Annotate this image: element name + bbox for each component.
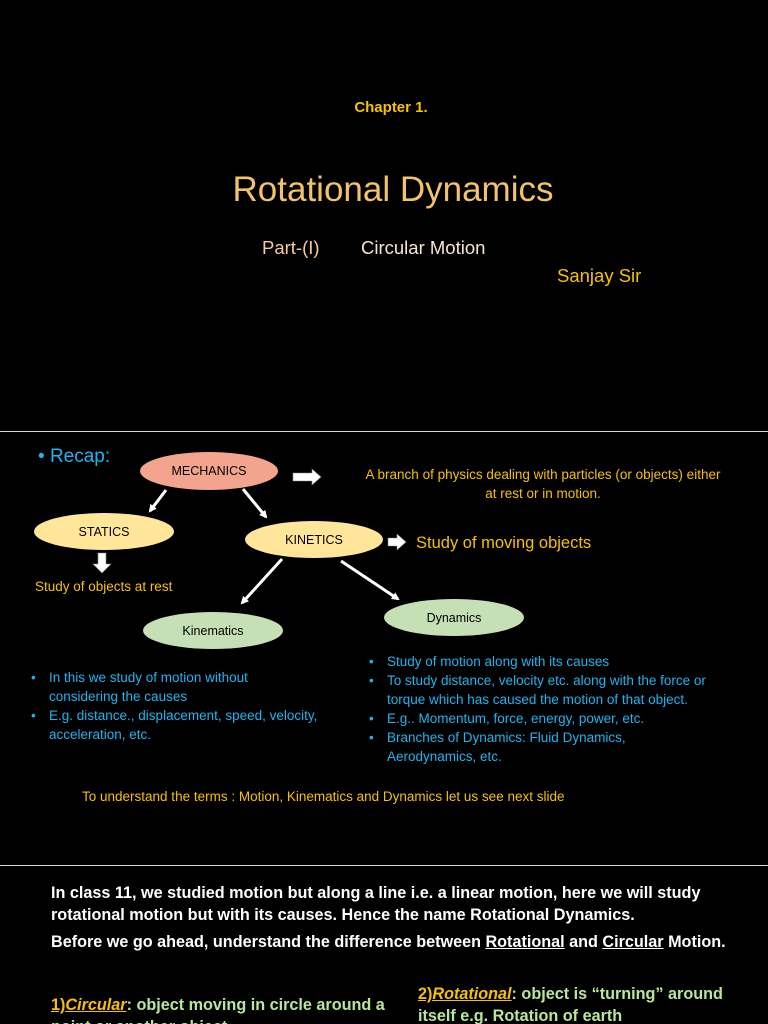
rotational-number: 2) <box>418 985 433 1003</box>
arrow-mechanics-kinetics <box>241 488 268 519</box>
list-item: In this we study of motion without consi… <box>30 668 320 706</box>
difference-paragraph: Before we go ahead, understand the diffe… <box>51 932 731 954</box>
rotational-word: Rotational <box>485 933 565 951</box>
circular-definition: 1)Circular: object moving in circle arou… <box>51 995 411 1024</box>
kinetics-note: Study of moving objects <box>416 534 592 552</box>
list-item: E.g.. Momentum, force, energy, power, et… <box>368 709 713 728</box>
node-dynamics: Dynamics <box>384 599 524 636</box>
difference-prefix: Before we go ahead, understand the diffe… <box>51 933 486 951</box>
statics-note: Study of objects at rest <box>35 579 173 594</box>
circular-label: Circular <box>65 996 127 1014</box>
author-name: Sanjay Sir <box>557 265 642 286</box>
circular-number: 1) <box>51 996 66 1014</box>
slide-divider <box>0 431 768 432</box>
block-arrow-right-icon <box>387 533 407 551</box>
arrow-kinetics-dynamics <box>340 559 400 601</box>
rotational-text: : object is “turning” around itself e.g.… <box>418 985 723 1024</box>
arrow-mechanics-statics <box>148 489 168 513</box>
block-arrow-right-icon <box>292 468 322 486</box>
kinematics-points: In this we study of motion without consi… <box>30 668 320 744</box>
dynamics-points: Study of motion along with its causes To… <box>368 652 713 766</box>
and-word: and <box>564 933 603 951</box>
title-slide: Chapter 1. Rotational Dynamics Part-(I) … <box>0 0 768 431</box>
recap-slide: • Recap: MECHANICS STATICS KINETICS Kine… <box>0 433 768 865</box>
node-kinematics: Kinematics <box>143 612 283 649</box>
list-item: Study of motion along with its causes <box>368 652 713 671</box>
diagram-arrows <box>92 468 407 605</box>
motion-difference-slide: In class 11, we studied motion but along… <box>0 867 768 1024</box>
rotational-label: Rotational <box>432 985 512 1003</box>
node-statics: STATICS <box>34 513 174 550</box>
mechanics-definition: A branch of physics dealing with particl… <box>365 467 721 501</box>
block-arrow-down-icon <box>92 552 112 574</box>
chapter-label: Chapter 1. <box>354 99 428 116</box>
list-item: Branches of Dynamics: Fluid Dynamics, Ae… <box>368 728 713 766</box>
list-item: E.g. distance., displacement, speed, vel… <box>30 706 320 744</box>
next-slide-note: To understand the terms : Motion, Kinema… <box>82 789 565 804</box>
recap-heading: • Recap: <box>38 446 111 467</box>
list-item: To study distance, velocity etc. along w… <box>368 671 713 709</box>
rotational-definition: 2)Rotational: object is “turning” around… <box>418 984 763 1024</box>
intro-paragraph: In class 11, we studied motion but along… <box>51 884 701 924</box>
slide-title: Rotational Dynamics <box>232 170 554 209</box>
circular-text: : object moving in circle around a point… <box>51 996 385 1024</box>
difference-suffix: Motion. <box>663 933 726 951</box>
part-label: Part-(I) <box>262 237 320 258</box>
slide-divider <box>0 865 768 866</box>
arrow-kinetics-kinematics <box>240 557 284 605</box>
recap-label: Recap: <box>49 446 111 467</box>
node-kinetics: KINETICS <box>245 521 383 558</box>
circular-word: Circular <box>602 933 664 951</box>
subtitle: Circular Motion <box>361 237 486 258</box>
node-mechanics: MECHANICS <box>140 452 278 490</box>
